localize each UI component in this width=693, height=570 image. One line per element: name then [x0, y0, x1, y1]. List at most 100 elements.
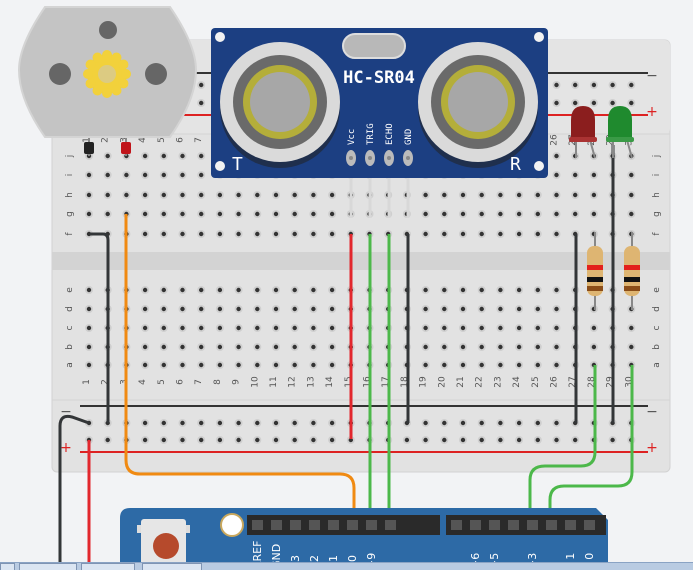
led-green[interactable]	[606, 106, 634, 159]
breadboard-hole-center	[236, 192, 241, 198]
breadboard-hole-center	[105, 153, 110, 159]
column-label: 18	[400, 376, 410, 388]
dc-motor[interactable]	[17, 6, 198, 156]
breadboard-hole-center	[273, 362, 279, 368]
column-label: 30	[624, 376, 634, 388]
breadboard-hole-center	[423, 231, 428, 237]
header-pin[interactable]	[271, 520, 282, 530]
column-label: 10	[250, 376, 260, 388]
led-red[interactable]	[569, 106, 597, 159]
breadboard-hole-center	[554, 362, 559, 368]
breadboard-hole-center	[423, 344, 428, 350]
breadboard-hole-center	[329, 192, 335, 198]
rail-hole-center	[591, 100, 597, 106]
header-pin[interactable]	[347, 520, 358, 530]
breadboard-hole-center	[535, 211, 540, 217]
breadboard-hole-center	[479, 344, 484, 350]
header-pin[interactable]	[489, 520, 500, 530]
row-label: i	[65, 174, 75, 177]
taskbar-button[interactable]	[19, 563, 77, 570]
breadboard-hole-center	[142, 306, 148, 312]
header-pin[interactable]	[527, 520, 538, 530]
breadboard-hole-center	[498, 287, 503, 293]
breadboard-hole-center	[292, 211, 297, 217]
header-pin[interactable]	[328, 520, 339, 530]
header-pin[interactable]	[385, 520, 396, 530]
gear-icon	[83, 50, 131, 98]
breadboard-hole-center	[460, 192, 466, 198]
rail-hole-center	[573, 100, 578, 106]
breadboard-hole-center	[460, 306, 466, 312]
breadboard-hole-center	[423, 287, 428, 293]
gear-tooth	[85, 78, 96, 89]
breadboard-hole-center	[86, 306, 92, 312]
breadboard-hole-center	[535, 231, 540, 237]
arduino-board[interactable]: AREFGND13121110~987~6~54~32↑1↓0	[120, 508, 608, 569]
breadboard-hole-center	[460, 325, 466, 331]
column-label: 29	[606, 376, 616, 388]
header-pin[interactable]	[584, 520, 595, 530]
breadboard-hole-center	[217, 287, 223, 293]
breadboard-hole-center	[217, 325, 223, 331]
rail-hole-center	[460, 437, 466, 443]
taskbar-button[interactable]	[142, 563, 202, 570]
breadboard-hole-center	[86, 192, 92, 198]
gear-tooth	[118, 78, 129, 89]
header-pin[interactable]	[366, 520, 377, 530]
resistor[interactable]	[587, 232, 603, 310]
breadboard-hole-center	[161, 287, 166, 293]
breadboard-hole-center	[629, 192, 634, 198]
rail-hole-center	[554, 100, 559, 106]
rail-hole-center	[292, 437, 297, 443]
taskbar-button[interactable]	[0, 563, 15, 570]
row-label: a	[652, 362, 662, 368]
column-label: 3	[119, 379, 129, 385]
taskbar	[0, 562, 693, 570]
breadboard-hole-center	[479, 192, 484, 198]
breadboard-hole-center	[516, 231, 522, 237]
breadboard-hole-center	[273, 325, 279, 331]
resistor[interactable]	[624, 232, 640, 310]
breadboard-hole-center	[255, 362, 260, 368]
breadboard-hole-center	[273, 306, 279, 312]
header-pin[interactable]	[252, 520, 263, 530]
rail-hole-center	[573, 437, 578, 443]
breadboard-hole-center	[498, 344, 503, 350]
header-pin[interactable]	[451, 520, 462, 530]
breadboard-hole-center	[442, 362, 447, 368]
rail-hole-center	[479, 437, 484, 443]
rail-hole-center	[161, 437, 166, 443]
taskbar-button[interactable]	[81, 563, 135, 570]
breadboard-hole-center	[255, 325, 260, 331]
header-pin[interactable]	[508, 520, 519, 530]
rail-hole-center	[591, 82, 597, 88]
header-pin[interactable]	[546, 520, 557, 530]
transmitter-label: T	[232, 154, 243, 175]
row-label: i	[652, 174, 662, 177]
rail-hole-center	[516, 437, 522, 443]
breadboard-hole-center	[591, 344, 597, 350]
rail-hole-center	[199, 82, 204, 88]
gear-tooth	[111, 85, 122, 96]
breadboard-hole-center	[554, 211, 559, 217]
breadboard-hole-center	[554, 287, 559, 293]
rail-hole-center	[329, 437, 335, 443]
breadboard-hole-center	[535, 344, 540, 350]
row-label: g	[652, 211, 662, 217]
breadboard-hole-center	[516, 211, 522, 217]
reset-button-cap	[153, 533, 179, 559]
breadboard-hole-center	[86, 344, 92, 350]
sensor-model-label: HC-SR04	[343, 68, 415, 88]
breadboard-hole-center	[442, 287, 447, 293]
row-label: d	[65, 306, 75, 312]
breadboard-hole-center	[180, 344, 185, 350]
breadboard-hole-center	[479, 211, 484, 217]
header-pin[interactable]	[565, 520, 576, 530]
header-pin[interactable]	[470, 520, 481, 530]
breadboard-hole-center	[498, 306, 503, 312]
header-pin[interactable]	[309, 520, 320, 530]
breadboard-hole-center	[311, 231, 316, 237]
header-pin[interactable]	[290, 520, 301, 530]
